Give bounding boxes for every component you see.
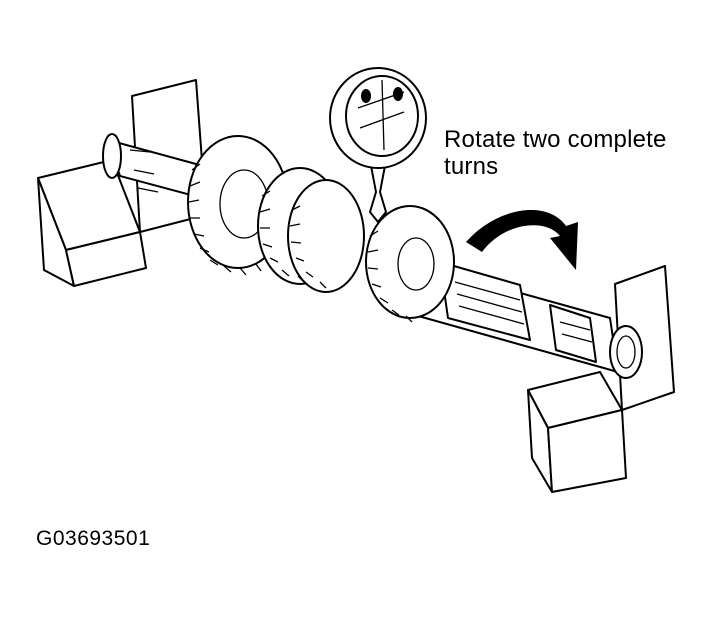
figure-id-label: G03693501: [36, 527, 151, 550]
dial-indicator-gauge: [329, 67, 427, 223]
gear-fourth: [365, 205, 455, 323]
rotate-instruction-label: Rotate two complete turns: [444, 126, 667, 180]
right-support-block: [527, 265, 675, 493]
left-support-block: [37, 79, 207, 287]
gear-third: [287, 179, 365, 293]
rotation-arrow-icon: [466, 210, 578, 270]
